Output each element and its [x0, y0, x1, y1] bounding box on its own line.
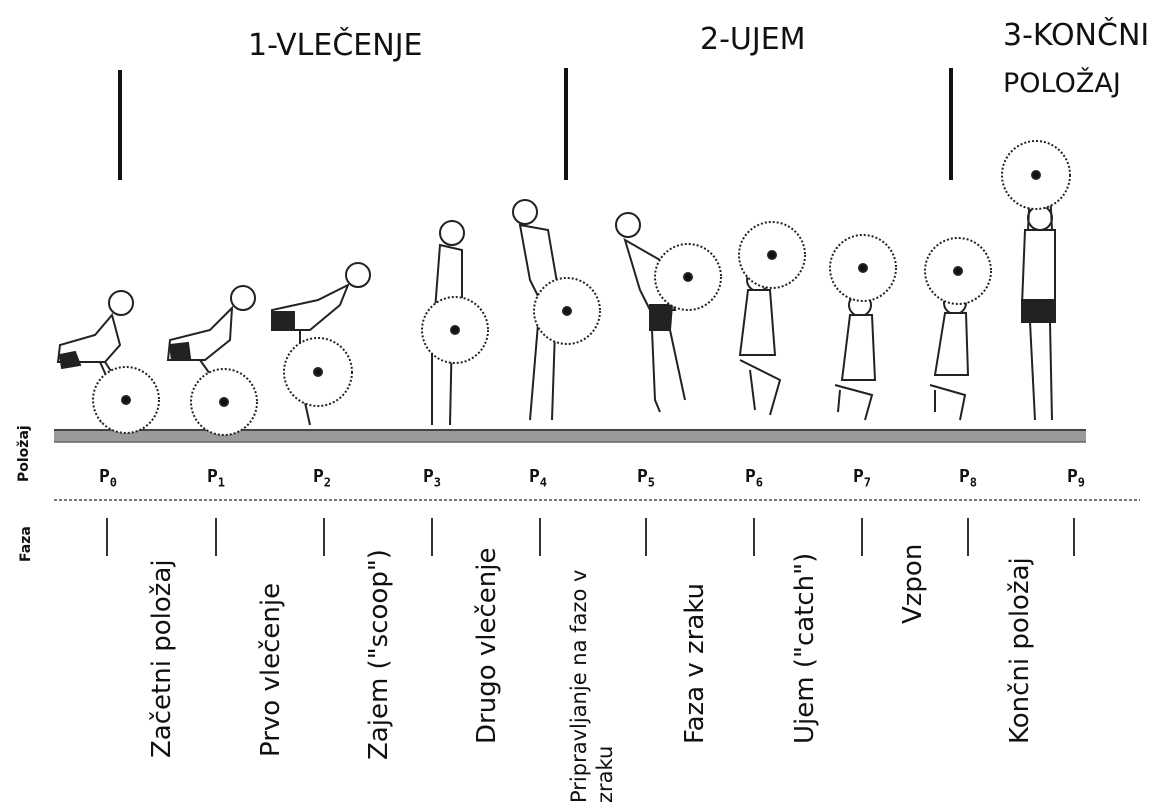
position-label-p9: P9 [1056, 466, 1096, 490]
position-label-p6: P6 [734, 466, 774, 490]
lifter-p9 [1002, 141, 1070, 420]
lifter-p6 [739, 222, 805, 415]
faza-label-catch: Ujem ("catch") [790, 553, 820, 744]
faza-label-rise: Vzpon [898, 544, 928, 624]
faza-label-scoop: Zajem ("scoop") [364, 549, 394, 760]
faza-label-prep-line2: zraku [592, 746, 618, 803]
phase-dividers [120, 68, 951, 180]
position-label-p3: P3 [412, 466, 452, 490]
row-label-position: Položaj [16, 425, 32, 482]
position-label-p7: P7 [842, 466, 882, 490]
faza-label-flight: Faza v zraku [680, 583, 710, 744]
position-label-p0: P0 [88, 466, 128, 490]
lifter-p3 [422, 221, 488, 425]
row-label-phase: Faza [18, 526, 34, 562]
position-label-p4: P4 [518, 466, 558, 490]
lifter-p0 [58, 291, 159, 433]
position-label-p2: P2 [302, 466, 342, 490]
lifter-p4 [513, 200, 600, 420]
position-label-p8: P8 [948, 466, 988, 490]
phase-ticks [107, 518, 1074, 556]
lifter-figures [58, 141, 1070, 435]
position-label-p5: P5 [626, 466, 666, 490]
faza-label-first-pull: Prvo vlečenje [256, 583, 286, 757]
lifter-p8 [925, 238, 991, 420]
lifter-p1 [168, 286, 257, 435]
faza-label-prep-line1: Pripravljanje na fazo v [566, 570, 592, 803]
faza-label-second-pull: Drugo vlečenje [472, 548, 502, 744]
faza-label-final: Končni položaj [1005, 557, 1035, 744]
lifting-platform [54, 430, 1086, 442]
position-label-p1: P1 [196, 466, 236, 490]
lifter-p7 [830, 235, 896, 420]
lifter-p5 [616, 213, 721, 412]
faza-label-start: Začetni položaj [147, 559, 177, 758]
lifter-p2 [272, 263, 370, 425]
